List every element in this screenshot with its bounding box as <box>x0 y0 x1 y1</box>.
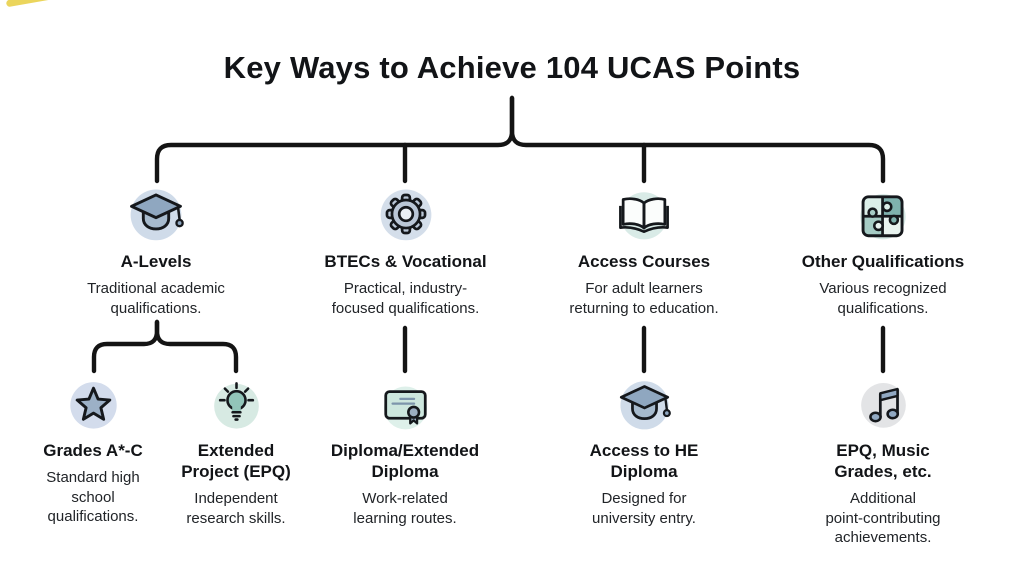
branch-label: BTECs & Vocational <box>324 252 487 271</box>
star-icon <box>23 377 163 432</box>
connector-root-right <box>509 95 886 184</box>
lightbulb-icon <box>161 377 311 432</box>
gear-icon <box>313 185 498 243</box>
subnode-access-he-diploma: Access to HE Diploma Designed for univer… <box>569 377 719 528</box>
connector-alevels-right <box>154 319 239 374</box>
subnode-description: Additional point-contributing achievemen… <box>825 490 941 547</box>
branch-description: For adult learners returning to educatio… <box>569 280 719 317</box>
graduation-cap-icon <box>569 377 719 432</box>
certificate-icon <box>320 377 490 432</box>
subnode-description: Standard high school qualifications. <box>46 469 140 526</box>
subnode-extended-project: Extended Project (EPQ) Independent resea… <box>161 377 311 528</box>
graduation-cap-icon <box>66 185 246 243</box>
subnode-label: Access to HE Diploma <box>589 441 699 482</box>
branch-label: A-Levels <box>120 252 192 271</box>
branch-label: Access Courses <box>577 252 711 271</box>
subnode-diploma-extended: Diploma/Extended Diploma Work-related le… <box>320 377 490 528</box>
branch-other-qualifications: Other Qualifications Various recognized … <box>778 185 988 318</box>
branch-description: Traditional academic qualifications. <box>87 280 225 317</box>
connector-root-left <box>154 95 515 184</box>
subnode-label: Diploma/Extended Diploma <box>330 441 480 482</box>
subnode-grades-a-c: Grades A*-C Standard high school qualifi… <box>23 377 163 527</box>
subnode-description: Independent research skills. <box>186 490 286 527</box>
subnode-description: Designed for university entry. <box>592 490 696 527</box>
subnode-label: Grades A*-C <box>43 441 143 460</box>
branch-btecs-vocational: BTECs & Vocational Practical, industry- … <box>313 185 498 318</box>
branch-label: Other Qualifications <box>801 252 965 271</box>
subnode-description: Work-related learning routes. <box>353 490 457 527</box>
music-notes-icon <box>803 377 963 432</box>
corner-mark-artifact <box>5 0 57 8</box>
branch-description: Practical, industry- focused qualificati… <box>331 280 480 317</box>
open-book-icon <box>549 185 739 243</box>
branch-access-courses: Access Courses For adult learners return… <box>549 185 739 318</box>
connector-alevels-left <box>91 319 160 374</box>
subnode-epq-music-grades: EPQ, Music Grades, etc. Additional point… <box>803 377 963 548</box>
page-title: Key Ways to Achieve 104 UCAS Points <box>223 50 801 85</box>
branch-a-levels: A-Levels Traditional academic qualificat… <box>66 185 246 318</box>
subnode-label: Extended Project (EPQ) <box>181 441 291 482</box>
puzzle-icon <box>778 185 988 243</box>
branch-description: Various recognized qualifications. <box>819 280 947 317</box>
subnode-label: EPQ, Music Grades, etc. <box>834 441 932 482</box>
